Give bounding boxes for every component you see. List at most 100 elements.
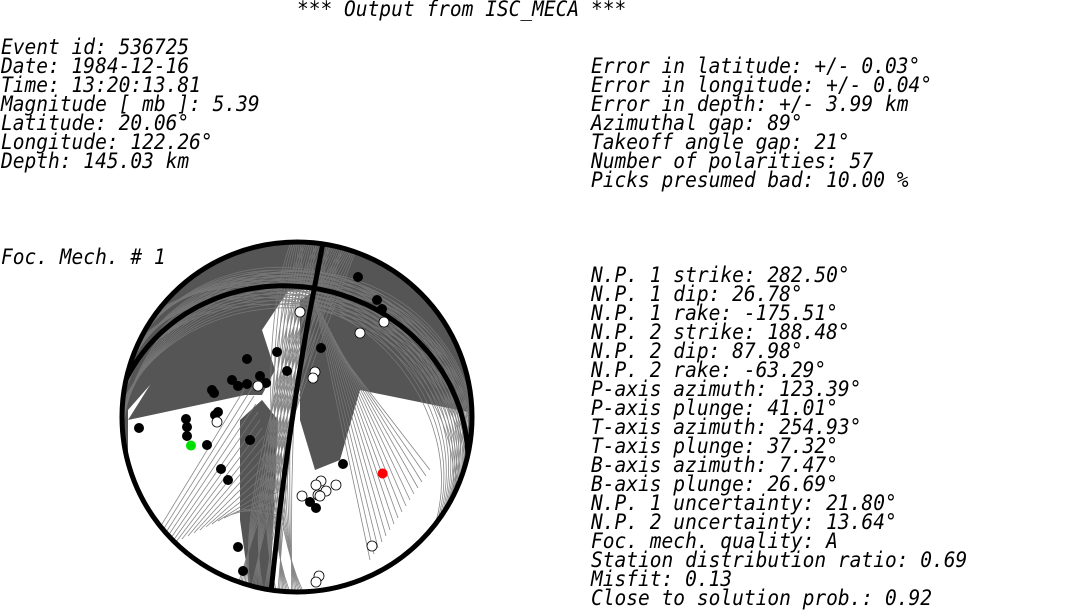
uncertainty-line <box>324 319 391 531</box>
t-axis-marker <box>377 468 388 479</box>
mechanism-info-line: N.P. 1 strike: 282.50° <box>591 263 850 287</box>
uncertainty-line <box>151 395 255 555</box>
mechanism-info: N.P. 1 strike: 282.50°N.P. 1 dip: 26.78°… <box>591 263 968 610</box>
mechanism-info-line: P-axis azimuth: 123.39° <box>591 377 862 401</box>
compression-polarity <box>242 354 252 364</box>
dilatation-polarity <box>294 306 306 318</box>
error-info-line: Azimuthal gap: 89° <box>591 111 803 135</box>
compression-polarity <box>233 542 243 552</box>
dilatation-polarity <box>307 372 319 384</box>
page-title: *** Output from ISC_MECA *** <box>297 0 627 21</box>
uncertainty-line <box>340 351 423 483</box>
uncertainty-line <box>314 299 371 561</box>
uncertainty-line <box>169 419 261 546</box>
compression-polarity <box>261 378 271 388</box>
uncertainty-line <box>326 323 395 525</box>
compression-polarity <box>242 379 252 389</box>
dilatation-polarity <box>330 479 342 491</box>
nodal-plane-1 <box>123 283 471 456</box>
uncertainty-line <box>342 355 427 477</box>
compressional-quadrant <box>300 289 360 470</box>
np1-uncertainty-line <box>148 277 454 511</box>
mechanism-info-line: Station distribution ratio: 0.69 <box>591 548 968 572</box>
np1-uncertainty-line <box>150 279 452 514</box>
uncertainty-line <box>332 335 407 507</box>
np2-uncertainty-line <box>244 249 350 585</box>
mechanism-info-line: Close to solution prob.: 0.92 <box>591 586 932 610</box>
mechanism-info-line: N.P. 2 uncertainty: 13.64° <box>591 510 897 534</box>
dilatation-polarity <box>366 540 378 552</box>
compression-polarity <box>233 381 243 391</box>
dilatation-polarity <box>310 576 322 588</box>
mechanism-info-line: N.P. 1 dip: 26.78° <box>591 282 803 306</box>
error-info-line: Number of polarities: 57 <box>591 149 874 173</box>
compression-polarity <box>216 464 226 474</box>
mechanism-info-line: T-axis plunge: 37.32° <box>591 434 838 458</box>
mechanism-info-line: B-axis azimuth: 7.47° <box>591 453 838 477</box>
uncertainty-line <box>328 327 399 519</box>
uncertainty-line <box>336 343 415 495</box>
uncertainty-line <box>157 403 257 552</box>
error-info-line: Error in latitude: +/- 0.03° <box>591 54 921 78</box>
mechanism-info-line: Foc. mech. quality: A <box>591 529 838 553</box>
np1-uncertainty-line <box>136 288 459 488</box>
mechanism-info-line: B-axis plunge: 26.69° <box>591 472 838 496</box>
np1-uncertainty-line <box>128 303 466 465</box>
uncertainty-line <box>181 435 265 540</box>
mechanism-info-line: T-axis azimuth: 254.93° <box>591 415 862 439</box>
focal-mechanism-label: Foc. Mech. # 1 <box>1 245 166 269</box>
uncertainty-line <box>318 307 379 549</box>
compression-polarity <box>311 503 321 513</box>
stereonet-outline <box>119 239 475 595</box>
np1-uncertainty-line <box>156 285 445 522</box>
dilatation-polarity <box>296 490 308 502</box>
uncertainty-line <box>175 427 263 543</box>
mechanism-info-line: N.P. 2 rake: -63.29° <box>591 358 827 382</box>
compression-polarity <box>377 304 387 314</box>
uncertainty-line <box>163 411 259 549</box>
uncertainty-line <box>229 499 281 516</box>
uncertainty-line <box>316 303 375 555</box>
error-info-line: Error in depth: +/- 3.99 km <box>591 92 909 116</box>
compression-polarity <box>181 414 191 424</box>
dilatation-polarity <box>310 479 322 491</box>
dilatation-polarity <box>378 316 390 328</box>
uncertainty-line <box>199 459 271 531</box>
dilatation-polarity <box>252 380 264 392</box>
event-info-line: Event id: 536725 <box>1 35 190 59</box>
event-info-line: Magnitude [ mb ]: 5.39 <box>1 92 260 116</box>
mechanism-info-line: N.P. 1 uncertainty: 21.80° <box>591 491 897 515</box>
np1-uncertainty-line <box>134 285 461 485</box>
np1-uncertainty-line <box>154 283 447 520</box>
uncertainty-line <box>217 483 277 522</box>
compression-polarity <box>282 366 292 376</box>
np1-uncertainty-line <box>122 307 472 433</box>
compression-polarity <box>338 459 348 469</box>
error-info: Error in latitude: +/- 0.03°Error in lon… <box>591 54 932 192</box>
uncertainty-line <box>187 443 267 537</box>
uncertainty-line <box>193 451 269 534</box>
compression-polarity <box>353 272 363 282</box>
np1-uncertainty-line <box>142 266 461 500</box>
error-info-line: Picks presumed bad: 10.00 % <box>591 168 909 192</box>
compression-polarity <box>134 423 144 433</box>
event-info-line: Longitude: 122.26° <box>1 130 213 154</box>
mechanism-info-line: N.P. 1 rake: -175.51° <box>591 301 838 325</box>
p-axis-marker <box>185 440 196 451</box>
error-info-line: Takeoff angle gap: 21° <box>591 130 850 154</box>
mechanism-info-line: P-axis plunge: 41.01° <box>591 396 838 420</box>
event-info-line: Date: 1984-12-16 <box>1 54 190 78</box>
nodal-plane-2 <box>268 243 326 591</box>
np1-uncertainty-line <box>152 281 450 517</box>
dilatation-polarity <box>314 490 326 502</box>
uncertainty-line <box>211 475 275 525</box>
np2-uncertainty-line <box>246 249 348 585</box>
compression-polarity <box>272 347 282 357</box>
dilatation-polarity <box>354 327 366 339</box>
dilatation-polarity <box>211 416 223 428</box>
uncertainty-line <box>205 467 273 528</box>
uncertainty-line <box>320 311 383 543</box>
event-info-line: Depth: 145.03 km <box>1 149 190 173</box>
